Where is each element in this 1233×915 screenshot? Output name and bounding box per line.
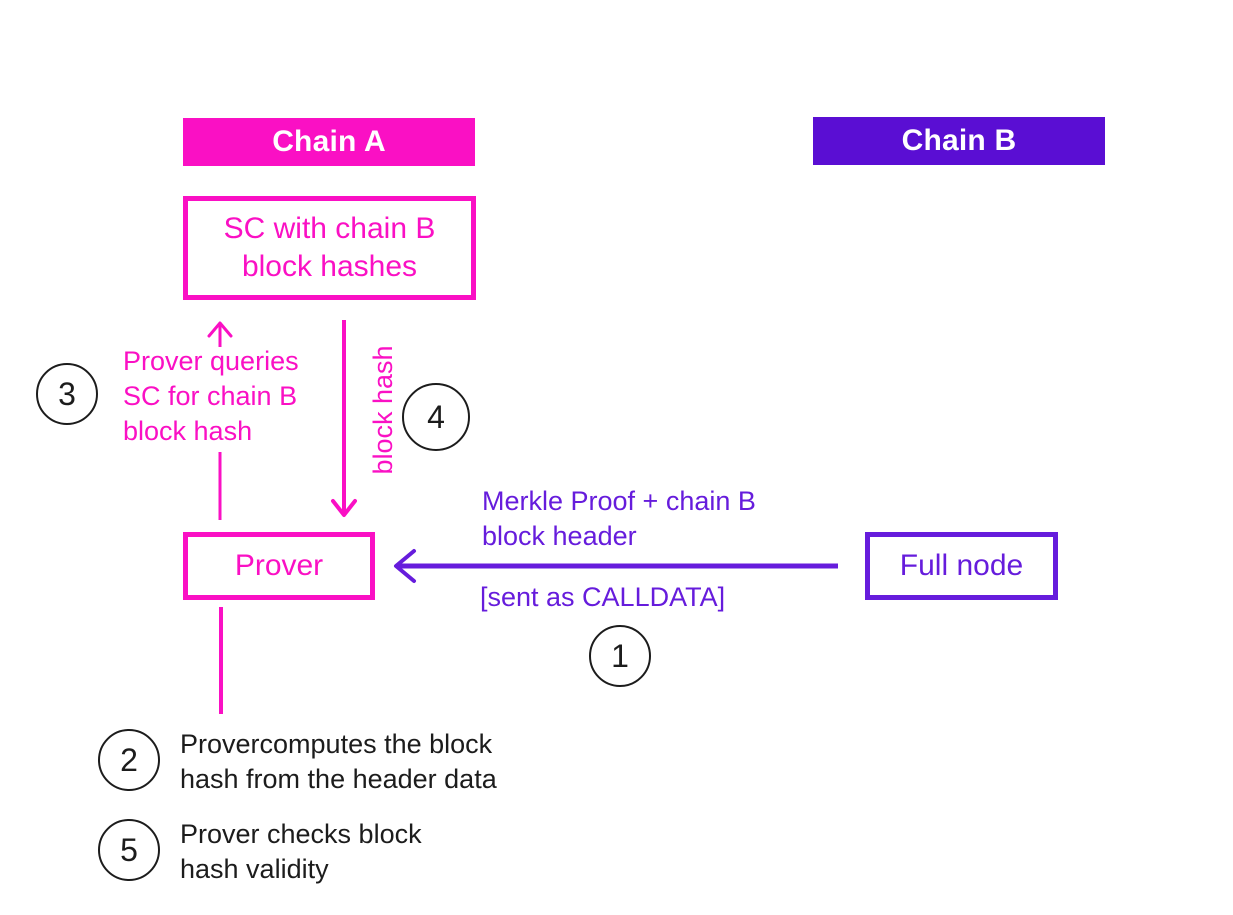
step-4-badge: 4 (402, 383, 470, 451)
step-5-label-line2: hash validity (180, 854, 329, 884)
step-5-label-line1: Prover checks block (180, 819, 422, 849)
step-5-number: 5 (120, 831, 138, 868)
block-hash-label: block hash (363, 330, 403, 490)
step-2-label-line1: Provercomputes the block (180, 729, 493, 759)
down-arrowhead-icon (331, 499, 357, 517)
prover-box: Prover (183, 532, 375, 600)
block-hash-text: block hash (367, 345, 398, 475)
step-3-label-line2: SC for chain B (123, 381, 298, 411)
merkle-proof-line2: block header (482, 521, 637, 551)
left-arrowhead-icon (394, 549, 416, 583)
step-4-number: 4 (427, 398, 445, 435)
step-1-badge: 1 (589, 625, 651, 687)
chain-a-header: Chain A (183, 118, 475, 166)
sc-box-line2: block hashes (241, 250, 418, 283)
full-node-box: Full node (865, 532, 1058, 600)
up-arrowhead-icon (207, 321, 233, 338)
sc-contract-box: SC with chain B block hashes (183, 196, 476, 300)
calldata-text: [sent as CALLDATA] (480, 582, 726, 612)
step-2-label: Provercomputes the block hash from the h… (180, 727, 497, 797)
sc-box-line1: SC with chain B (223, 212, 436, 245)
step-1-number: 1 (611, 637, 629, 674)
step-5-badge: 5 (98, 819, 160, 881)
step-3-number: 3 (58, 375, 76, 412)
step-2-number: 2 (120, 741, 138, 778)
chain-a-title: Chain A (272, 125, 386, 158)
step-3-label-line1: Prover queries (123, 346, 299, 376)
chain-b-title: Chain B (901, 124, 1017, 157)
step-2-label-line2: hash from the header data (180, 764, 497, 794)
fullnode-to-prover-arrow (394, 549, 838, 583)
step-3-badge: 3 (36, 363, 98, 425)
chain-b-header: Chain B (813, 117, 1105, 165)
full-node-box-label: Full node (899, 549, 1024, 582)
prover-box-label: Prover (234, 549, 324, 582)
step-3-label-line3: block hash (123, 416, 253, 446)
step-5-label: Prover checks block hash validity (180, 817, 422, 887)
merkle-proof-label: Merkle Proof + chain B block header (482, 484, 756, 554)
step-3-label: Prover queries SC for chain B block hash (123, 344, 299, 449)
calldata-label: [sent as CALLDATA] (480, 580, 725, 615)
sc-to-prover-arrow (331, 320, 357, 517)
step-2-badge: 2 (98, 729, 160, 791)
merkle-proof-line1: Merkle Proof + chain B (482, 486, 756, 516)
